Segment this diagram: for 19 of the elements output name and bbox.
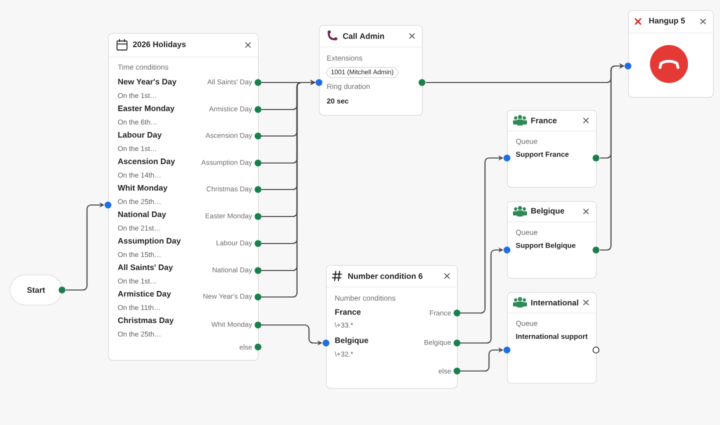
condition-name: Whit Monday — [118, 184, 168, 192]
card-title: 2026 Holidays — [133, 41, 186, 49]
condition-name: Christmas Day — [118, 317, 174, 325]
condition-name: Belgique — [335, 337, 368, 345]
card-title: France — [531, 118, 557, 124]
card-title: Hangup 5 — [649, 18, 685, 26]
condition-name: Easter Monday — [118, 105, 175, 113]
card-title: Call Admin — [343, 33, 384, 39]
card-title: International — [531, 300, 578, 306]
card-title: Belgique — [531, 208, 564, 216]
condition-name: Armistice Day — [118, 290, 171, 298]
condition-name: Assumption Day — [118, 238, 181, 246]
condition-name: Labour Day — [118, 132, 162, 140]
condition-name: National Day — [118, 211, 166, 219]
card-title: Number condition 6 — [348, 273, 423, 279]
condition-name: New Year's Day — [118, 78, 176, 86]
condition-name: All Saints' Day — [118, 264, 173, 272]
condition-name: France — [335, 309, 361, 315]
condition-name: Ascension Day — [118, 158, 175, 166]
